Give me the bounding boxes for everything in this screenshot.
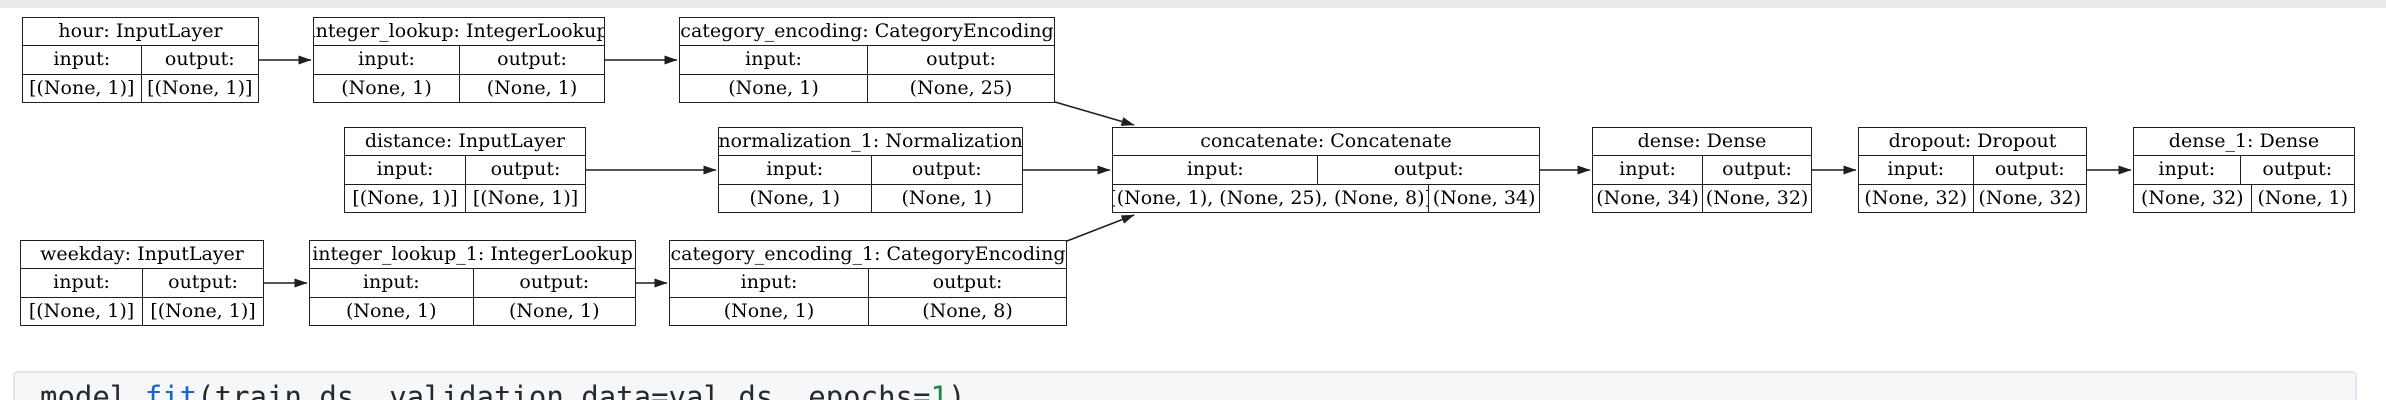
node-category_encoding_1: category_encoding_1: CategoryEncoding inp… (669, 240, 1067, 326)
layer-title: category_encoding_1: CategoryEncoding (670, 243, 1066, 266)
layer-title: hour: InputLayer (58, 20, 223, 43)
input-label: input: (362, 271, 420, 294)
output-label: output: (867, 46, 1054, 74)
node-hour: hour: InputLayer input: output:[(None, 1)]… (22, 17, 259, 103)
output-label: output: (1972, 156, 2087, 184)
output-shape: [(None, 1)] (140, 74, 259, 102)
output-label: output: (472, 269, 636, 297)
input-shape: (None, 1) (345, 299, 437, 322)
page-top-strip (0, 0, 2386, 8)
edges-group (259, 55, 2132, 288)
edge-category_encoding-to-concatenate (1054, 101, 1135, 126)
node-dropout: dropout: Dropout input: output:(None, 32)(… (1858, 127, 2087, 213)
input-shape: (None, 32) (1864, 186, 1968, 209)
output-shape: (None, 32) (1702, 184, 1811, 212)
node-dense_1: dense_1: Dense input: output:(None, 32) (No… (2133, 127, 2355, 213)
node-concatenate: concatenate: Concatenate input: output:[(N… (1112, 127, 1540, 213)
layer-title: category_encoding: CategoryEncoding (680, 20, 1054, 43)
layer-title: weekday: InputLayer (40, 243, 244, 266)
input-shape: [(None, 1)] (29, 76, 135, 99)
output-shape: (None, 1) (459, 74, 604, 102)
output-label: output: (465, 156, 585, 184)
input-label: input: (53, 48, 111, 71)
input-label: input: (53, 271, 110, 294)
input-label: input: (1887, 158, 1945, 181)
output-shape: (None, 32) (1972, 184, 2087, 212)
input-shape: (None, 32) (2140, 186, 2244, 209)
node-integer_lookup: integer_lookup: IntegerLookup input: outpu… (313, 17, 605, 103)
input-shape: (None, 1) (723, 299, 815, 322)
output-shape: (None, 1) (870, 184, 1023, 212)
layer-title: dense_1: Dense (2168, 130, 2320, 153)
layer-title: integer_lookup: IntegerLookup (314, 20, 604, 43)
input-shape: (None, 1) (728, 76, 819, 99)
code-cell[interactable]: model.fit(train_ds, validation_data=val_… (13, 371, 2357, 400)
layer-title: concatenate: Concatenate (1200, 130, 1452, 153)
edge-category_encoding_1-to-concatenate (1066, 214, 1135, 242)
input-label: input: (376, 158, 434, 181)
output-label: output: (140, 46, 259, 74)
code-token: 1 (930, 380, 948, 400)
input-label: input: (745, 48, 802, 71)
output-label: output: (1702, 156, 1811, 184)
input-label: input: (740, 271, 798, 294)
input-label: input: (1619, 158, 1676, 181)
output-shape: (None, 1) (2250, 184, 2354, 212)
layer-title: distance: InputLayer (364, 130, 566, 153)
code-token: (train_ds, validation_data=val_ds, epoch… (197, 380, 931, 400)
code-token: fit (144, 380, 198, 400)
layer-title: dense: Dense (1637, 130, 1767, 153)
input-shape: [(None, 1), (None, 25), (None, 8)] (1113, 186, 1429, 209)
input-shape: [(None, 1)] (352, 186, 458, 209)
output-label: output: (2239, 156, 2354, 184)
code-line: model.fit(train_ds, validation_data=val_… (40, 380, 965, 400)
input-shape: (None, 34) (1596, 186, 1699, 209)
code-token: model. (40, 380, 145, 400)
output-shape: (None, 34) (1428, 184, 1539, 212)
output-label: output: (868, 269, 1066, 297)
input-shape: (None, 1) (749, 186, 841, 209)
output-label: output: (1317, 156, 1539, 184)
output-label: output: (459, 46, 604, 74)
layer-title: dropout: Dropout (1888, 130, 2057, 153)
layer-title: normalization_1: Normalization (719, 130, 1022, 153)
output-shape: (None, 25) (867, 74, 1054, 102)
output-label: output: (870, 156, 1023, 184)
output-shape: (None, 1) (472, 297, 636, 325)
output-shape: (None, 8) (868, 297, 1066, 325)
input-label: input: (766, 158, 824, 181)
code-token: ) (947, 380, 966, 400)
output-shape: [(None, 1)] (142, 297, 263, 325)
node-category_encoding: category_encoding: CategoryEncoding input… (679, 17, 1055, 103)
node-integer_lookup_1: integer_lookup_1: IntegerLookup input: out… (309, 240, 636, 326)
input-label: input: (2158, 158, 2216, 181)
layer-title: integer_lookup_1: IntegerLookup (312, 243, 633, 266)
node-dense: dense: Dense input: output:(None, 34)(None… (1592, 127, 1812, 213)
input-shape: [(None, 1)] (28, 299, 135, 322)
node-normalization_1: normalization_1: Normalization input: outp… (718, 127, 1023, 213)
output-label: output: (142, 269, 263, 297)
output-shape: [(None, 1)] (465, 184, 585, 212)
input-shape: (None, 1) (341, 76, 432, 99)
input-label: input: (358, 48, 415, 71)
input-label: input: (1186, 158, 1244, 181)
